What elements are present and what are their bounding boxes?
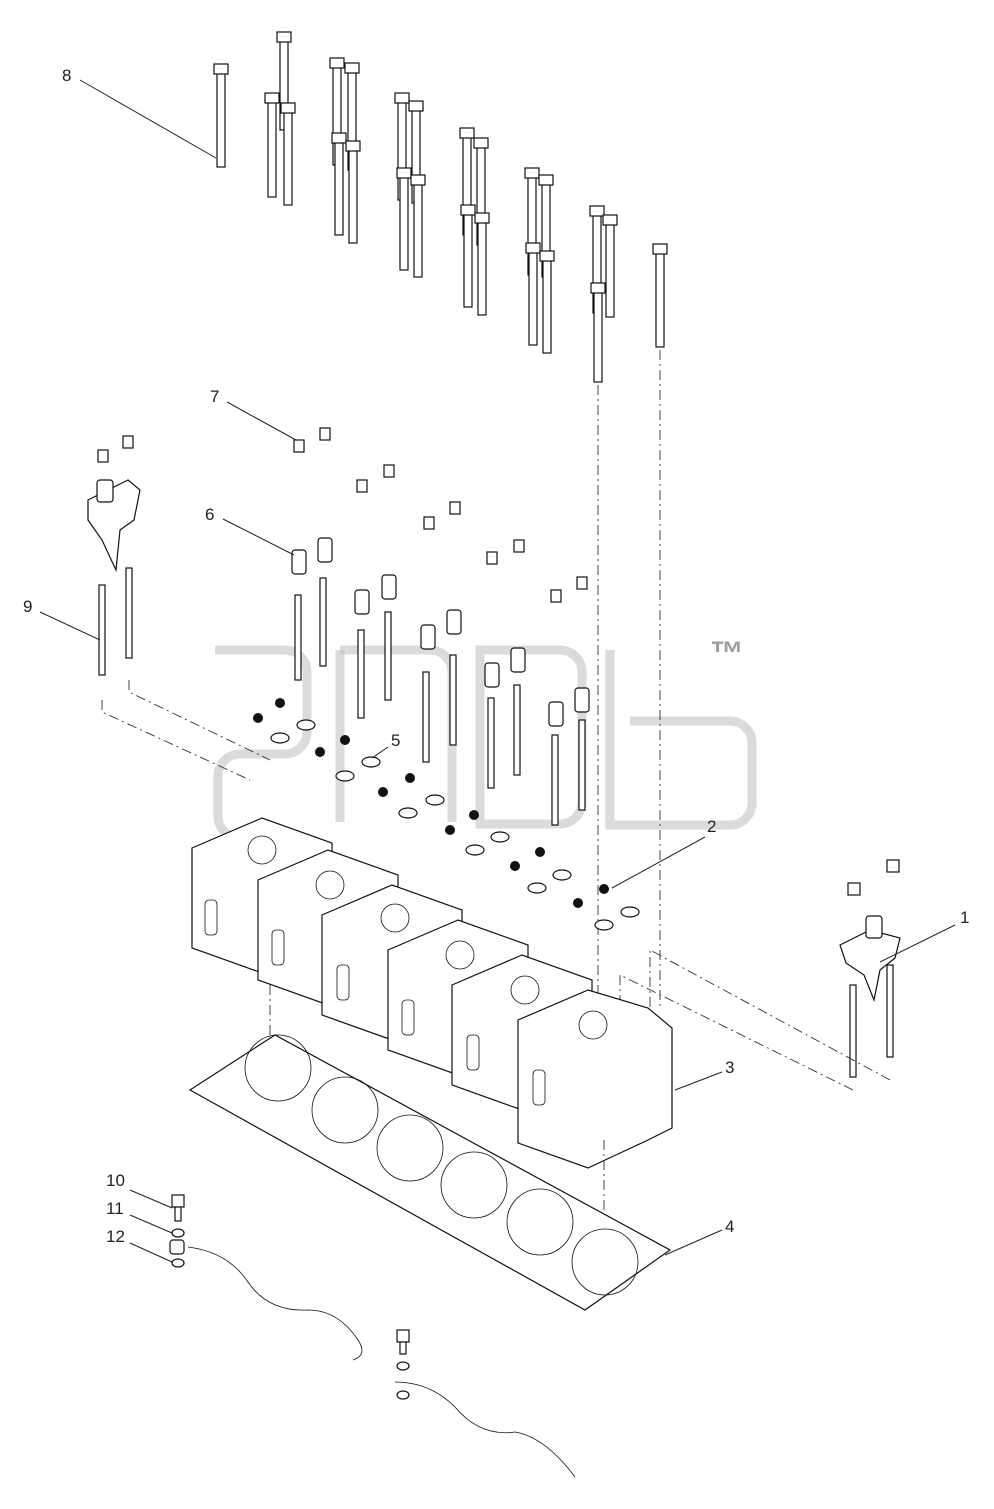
cylinder-heads: [191, 817, 673, 1240]
callout-3: 3: [725, 1058, 734, 1077]
callout-12: 12: [106, 1227, 125, 1246]
watermark: ™: [213, 635, 757, 843]
callout-7: 7: [210, 387, 219, 406]
leader-lines: [39, 79, 956, 1263]
callout-2: 2: [707, 817, 716, 836]
head-gasket: [188, 1034, 672, 1311]
callout-10: 10: [106, 1171, 125, 1190]
callout-1: 1: [960, 908, 969, 927]
callout-5: 5: [391, 731, 400, 750]
watermark-trademark: ™: [710, 635, 744, 673]
oil-lines: [169, 1194, 576, 1478]
callout-9: 9: [23, 597, 32, 616]
callout-4: 4: [725, 1217, 734, 1236]
callout-6: 6: [205, 505, 214, 524]
head-bolts: [213, 31, 668, 1010]
right-lifting-bracket: [619, 859, 901, 1091]
callout-11: 11: [106, 1199, 124, 1218]
callout-labels: 1 2 3 4 5 6 7 8 9 10 11 12: [23, 66, 969, 1246]
studs-and-spacers: [253, 427, 640, 931]
left-lifting-bracket: [87, 435, 271, 781]
callout-8: 8: [62, 66, 71, 85]
